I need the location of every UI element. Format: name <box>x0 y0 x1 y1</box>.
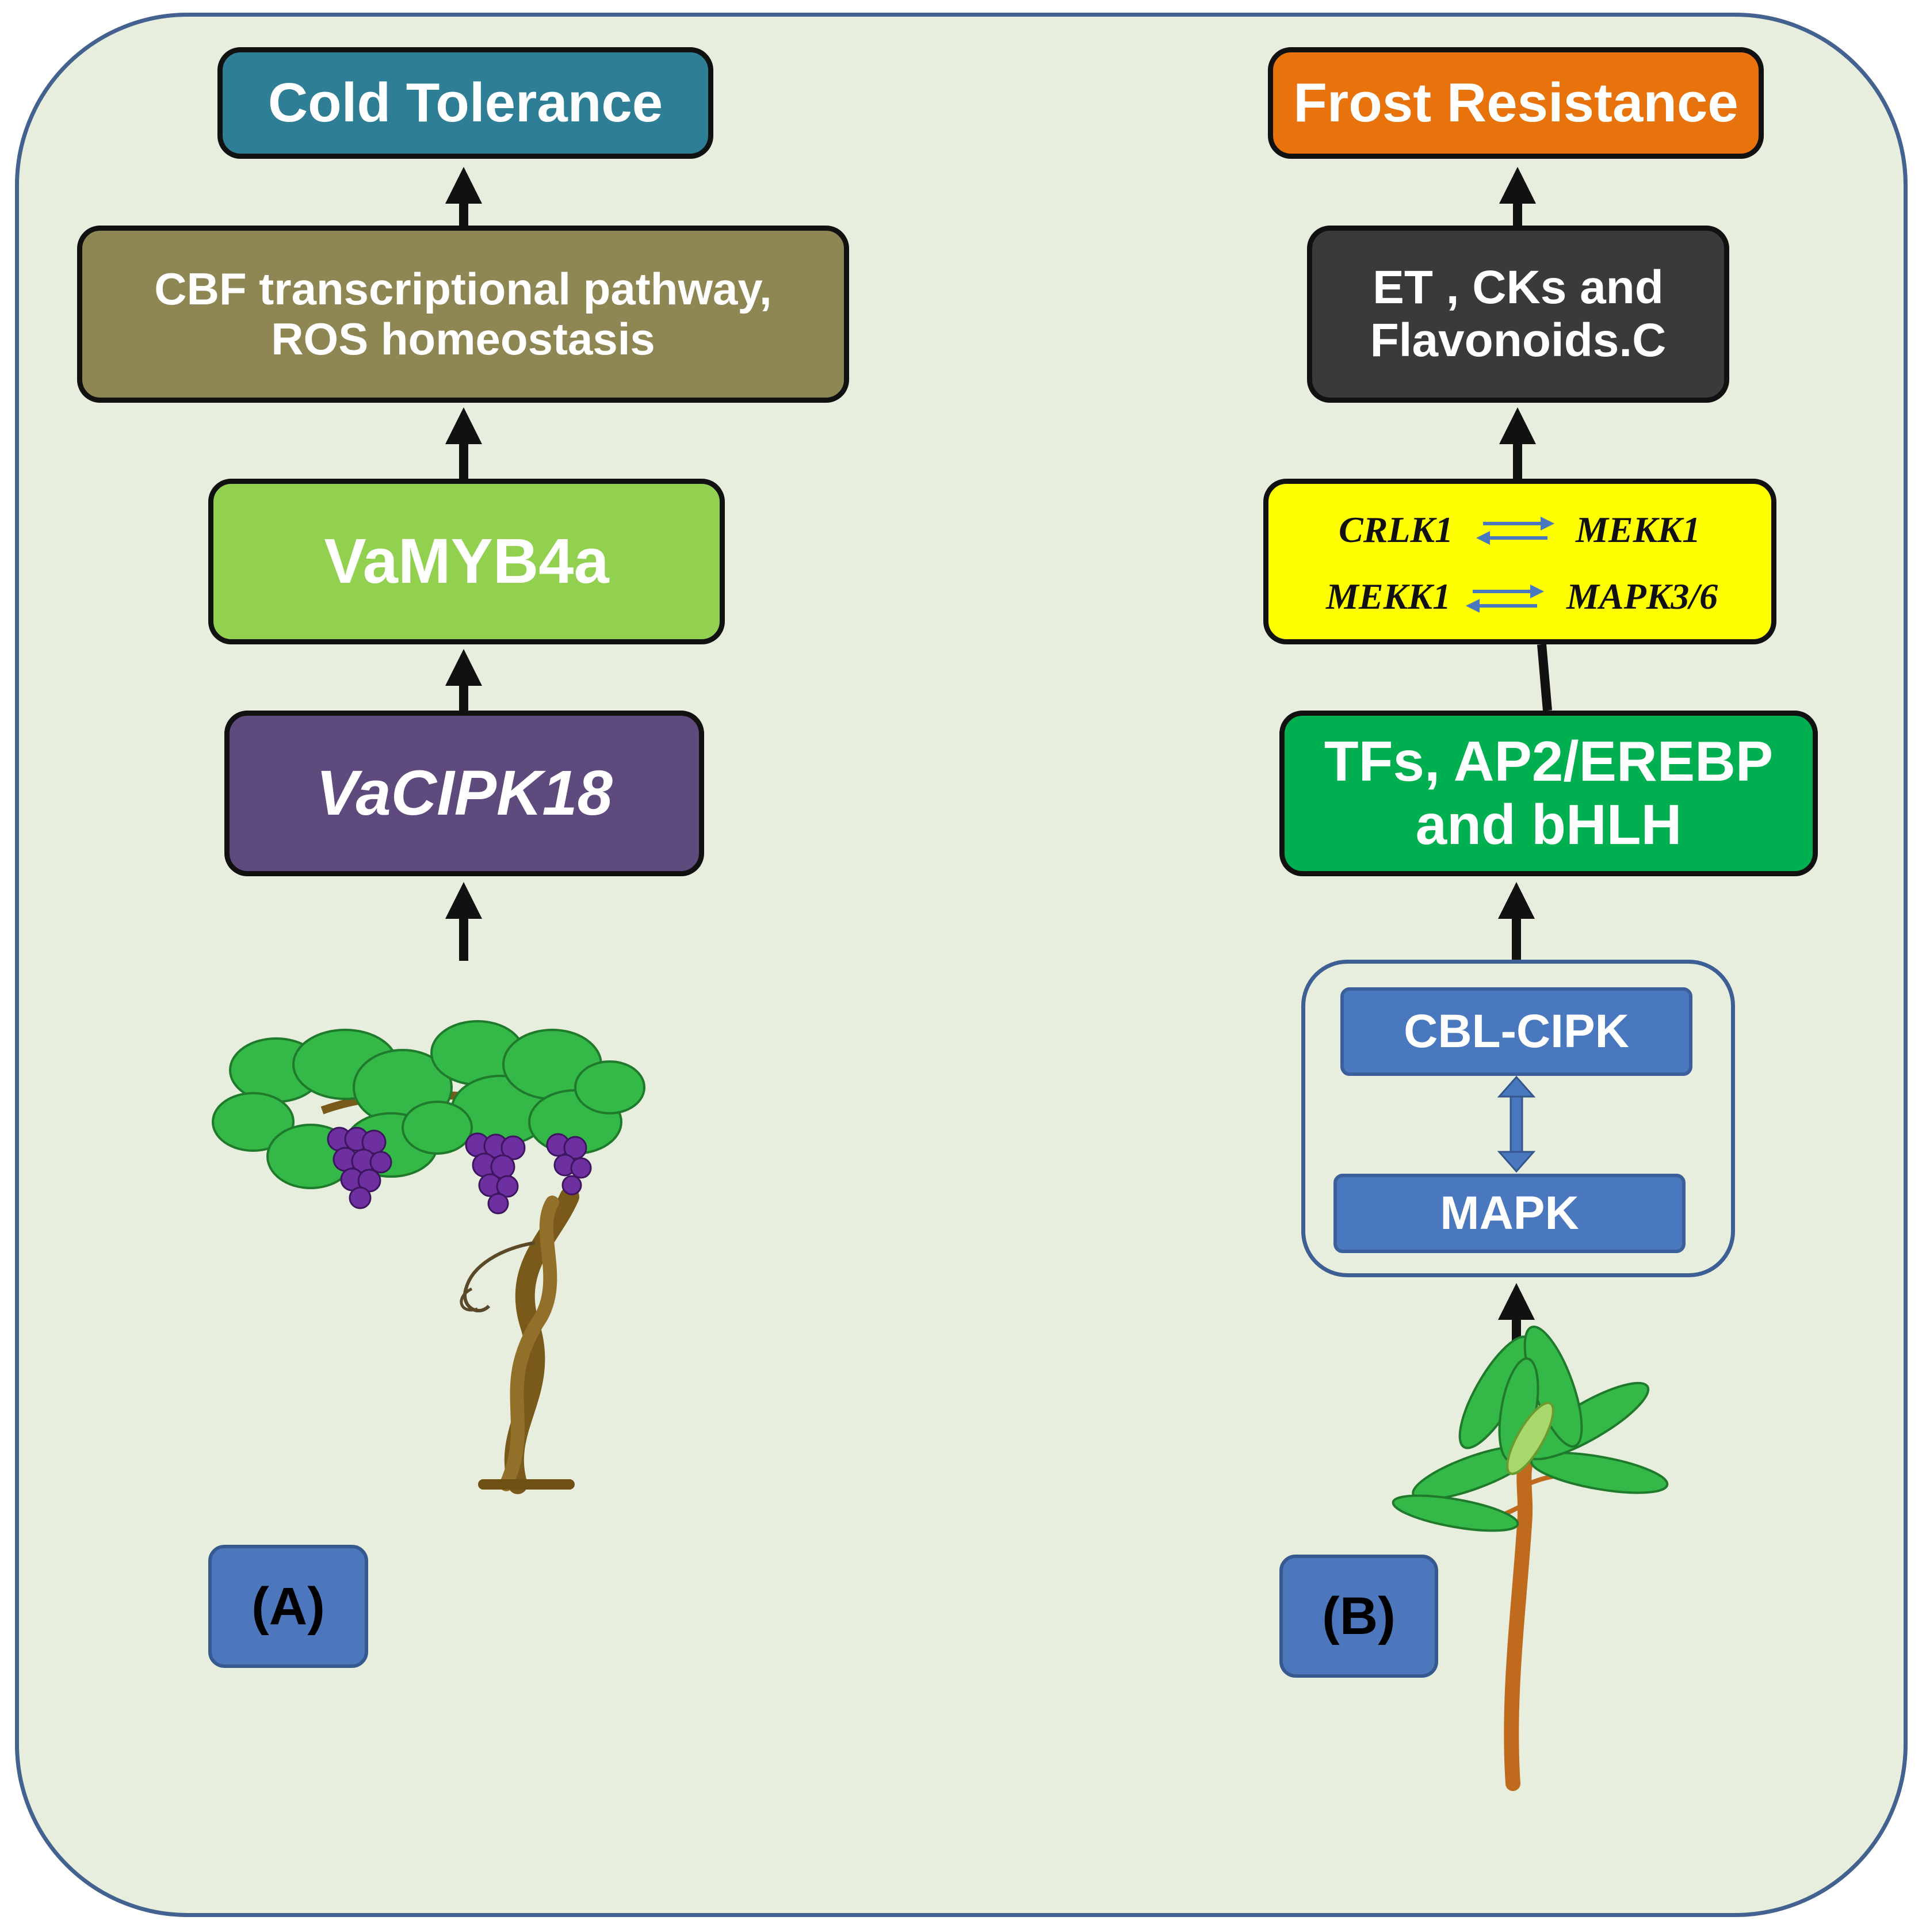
panel-b-arrows <box>1498 167 1552 1353</box>
hormones-box: ET , CKs and Flavonoids.C <box>1307 226 1729 403</box>
cold-tolerance-label: Cold Tolerance <box>268 72 663 134</box>
hormones-label: ET , CKs and Flavonoids.C <box>1370 261 1667 366</box>
mapk-cascade-box: CRLK1 MEKK1 MEKK1 MAPK3/6 <box>1263 479 1776 644</box>
panel-label-a: (A) <box>208 1545 368 1668</box>
mapk36-label: MAPK3/6 <box>1566 576 1718 617</box>
vacipk18-label: VaCIPK18 <box>316 758 613 829</box>
seedling-illustration <box>1392 1325 1669 1791</box>
vamyb4a-box: VaMYB4a <box>208 479 725 644</box>
mekk1-label-top: MEKK1 <box>1576 509 1700 550</box>
cold-tolerance-box: Cold Tolerance <box>217 47 713 159</box>
frost-resistance-label: Frost Resistance <box>1293 72 1738 134</box>
connector-b-3 <box>1537 644 1552 711</box>
cbf-pathway-label: CBF transcriptional pathway, ROS homeost… <box>154 263 772 364</box>
tfs-label: TFs, AP2/EREBP and bHLH <box>1324 730 1774 856</box>
mapk-box: MAPK <box>1333 1174 1686 1253</box>
vamyb4a-label: VaMYB4a <box>324 526 609 597</box>
double-arrow-cbl-mapk <box>1497 1075 1536 1173</box>
cbf-pathway-box: CBF transcriptional pathway, ROS homeost… <box>77 226 849 403</box>
panel-label-a-text: (A) <box>251 1576 325 1636</box>
panel-label-b-text: (B) <box>1322 1586 1396 1645</box>
mekk1-label-bottom: MEKK1 <box>1326 576 1451 617</box>
cbl-mapk-group <box>1301 960 1735 1277</box>
panel-label-b: (B) <box>1279 1555 1438 1678</box>
vacipk18-box: VaCIPK18 <box>224 711 704 876</box>
cbl-cipk-label: CBL-CIPK <box>1404 1005 1629 1057</box>
grapevine-illustration <box>212 1020 645 1494</box>
mapk-label: MAPK <box>1440 1187 1579 1239</box>
cbl-cipk-box: CBL-CIPK <box>1340 987 1692 1076</box>
crlk1-label: CRLK1 <box>1339 509 1454 550</box>
frost-resistance-box: Frost Resistance <box>1268 47 1764 159</box>
reversible-arrows <box>1466 517 1554 613</box>
tfs-box: TFs, AP2/EREBP and bHLH <box>1279 711 1818 876</box>
